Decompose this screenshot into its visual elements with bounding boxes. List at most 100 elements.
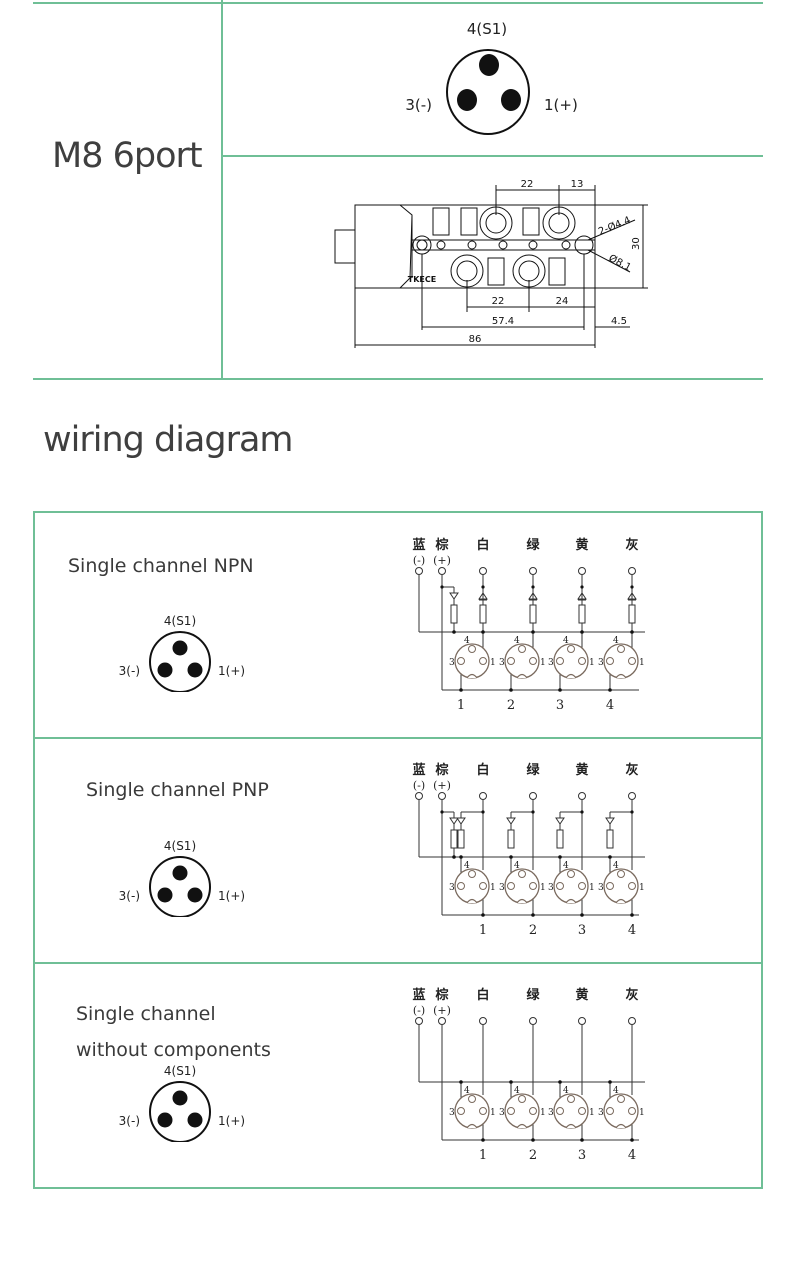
wire-terminal	[578, 1017, 586, 1025]
dim-hole-dia: Ø8.1	[607, 252, 634, 274]
pinout-diagram: 4(S1) 3(-) 1(+)	[119, 1064, 245, 1142]
table-row-divider	[221, 155, 763, 157]
pin-3-dot	[157, 1112, 173, 1128]
wire-terminal	[529, 1017, 537, 1025]
wire-color-label: 白	[476, 537, 489, 553]
panel-label-line1: Single channel NPN	[68, 555, 254, 577]
wire-color-label: 蓝	[412, 537, 425, 553]
dim-bottom-spacing: 22	[492, 296, 505, 307]
port-connector	[454, 1093, 490, 1129]
port-number: 2	[529, 1148, 537, 1163]
dim-overall-length: 86	[469, 334, 482, 345]
wire-color-label: 黄	[575, 762, 588, 778]
resistor	[556, 829, 564, 849]
product-title: M8 6port	[52, 136, 203, 176]
connector-pin-label: 4	[563, 861, 569, 871]
port-number: 4	[606, 698, 614, 713]
wire-terminal	[415, 567, 423, 575]
wire-polarity-label: (-)	[413, 554, 425, 567]
connector-pin-label: 1	[490, 658, 496, 668]
wire-terminal	[578, 567, 586, 575]
pin-4-dot	[172, 865, 188, 881]
connector-pin-label: 3	[548, 883, 554, 893]
resistor	[457, 829, 465, 849]
connector-pin-label: 1	[540, 883, 546, 893]
connector-pin-label: 4	[514, 861, 520, 871]
wire-color-label: 绿	[526, 537, 540, 553]
pin-right-label: 1(+)	[218, 1114, 245, 1128]
pinout-diagram: 4(S1)3(-)1(+)	[119, 839, 245, 917]
connector-pin-label: 3	[548, 1108, 554, 1118]
resistor	[578, 604, 586, 624]
wire-polarity-label: (+)	[433, 779, 451, 792]
resistor	[507, 829, 515, 849]
connector-pin-label: 1	[639, 658, 645, 668]
wire-color-label: 黄	[575, 987, 588, 1003]
wire-terminal	[438, 792, 446, 800]
resistor	[450, 604, 458, 624]
wire-color-label: 白	[476, 762, 489, 778]
table-bottom-border	[33, 378, 763, 380]
connector-pin-label: 1	[490, 883, 496, 893]
connector-pin-label: 4	[563, 636, 569, 646]
port-connector	[553, 1093, 589, 1129]
connector-pin-label: 4	[464, 861, 470, 871]
pinout-diagram: 4(S1)3(-)1(+)	[119, 614, 245, 692]
panel-label: Single channel NPN	[68, 548, 254, 584]
connector-pin-label: 4	[514, 636, 520, 646]
wire-terminal	[628, 567, 636, 575]
wire-color-label: 灰	[625, 987, 638, 1003]
connector-pin-label: 4	[464, 1086, 470, 1096]
wire-terminal	[479, 567, 487, 575]
module-body	[354, 204, 596, 289]
resistor	[450, 829, 458, 849]
wiring-table	[33, 511, 763, 1189]
connector-pin-label: 3	[499, 883, 505, 893]
pin-left-label: 3(-)	[119, 664, 140, 678]
wire-polarity-label: (+)	[433, 554, 451, 567]
table-column-divider	[221, 0, 223, 380]
connector-outline	[149, 856, 211, 917]
wire-polarity-label: (+)	[433, 1004, 451, 1017]
connector-pin-label: 1	[639, 1108, 645, 1118]
port-connector	[454, 868, 490, 904]
connector-pin-label: 1	[589, 658, 595, 668]
connector-pin-label: 4	[514, 1086, 520, 1096]
wire-terminal	[415, 1017, 423, 1025]
pin-left-label: 3(-)	[119, 1114, 140, 1128]
resistor	[529, 604, 537, 624]
connector-pin-label: 1	[639, 883, 645, 893]
pin-top-label: 4(S1)	[164, 1064, 196, 1078]
port-connector	[504, 1093, 540, 1129]
connector-pin-label: 4	[464, 636, 470, 646]
pin-right-label: 1(+)	[218, 889, 245, 903]
pin-1-dot	[501, 89, 521, 111]
pin-4-dot	[172, 640, 188, 656]
pin-right-label: 1(+)	[544, 96, 578, 114]
pin-1-dot	[187, 887, 203, 903]
dim-mount-hole: 2-Ø4.4	[597, 214, 633, 238]
wire-terminal	[415, 792, 423, 800]
connector-pin-label: 4	[613, 636, 619, 646]
panel-label-line1: Single channel PNP	[86, 779, 269, 801]
connector-pin-label: 1	[589, 883, 595, 893]
connector-pin-label: 3	[598, 1108, 604, 1118]
port-number: 4	[628, 1148, 636, 1163]
connector-pin-label: 3	[598, 883, 604, 893]
pin-top-label: 4(S1)	[164, 614, 196, 628]
port-connector	[603, 1093, 639, 1129]
connector-pin-label: 3	[449, 658, 455, 668]
wire-polarity-label: (-)	[413, 1004, 425, 1017]
wire-color-label: 棕	[434, 987, 448, 1003]
connector-outline	[149, 1081, 211, 1142]
port-number: 4	[628, 923, 636, 938]
connector-pin-label: 1	[540, 1108, 546, 1118]
port-connector	[504, 868, 540, 904]
pin-1-dot	[187, 662, 203, 678]
wire-terminal	[529, 567, 537, 575]
brand-marking: TKECE	[408, 275, 436, 284]
port-connector	[454, 643, 490, 679]
